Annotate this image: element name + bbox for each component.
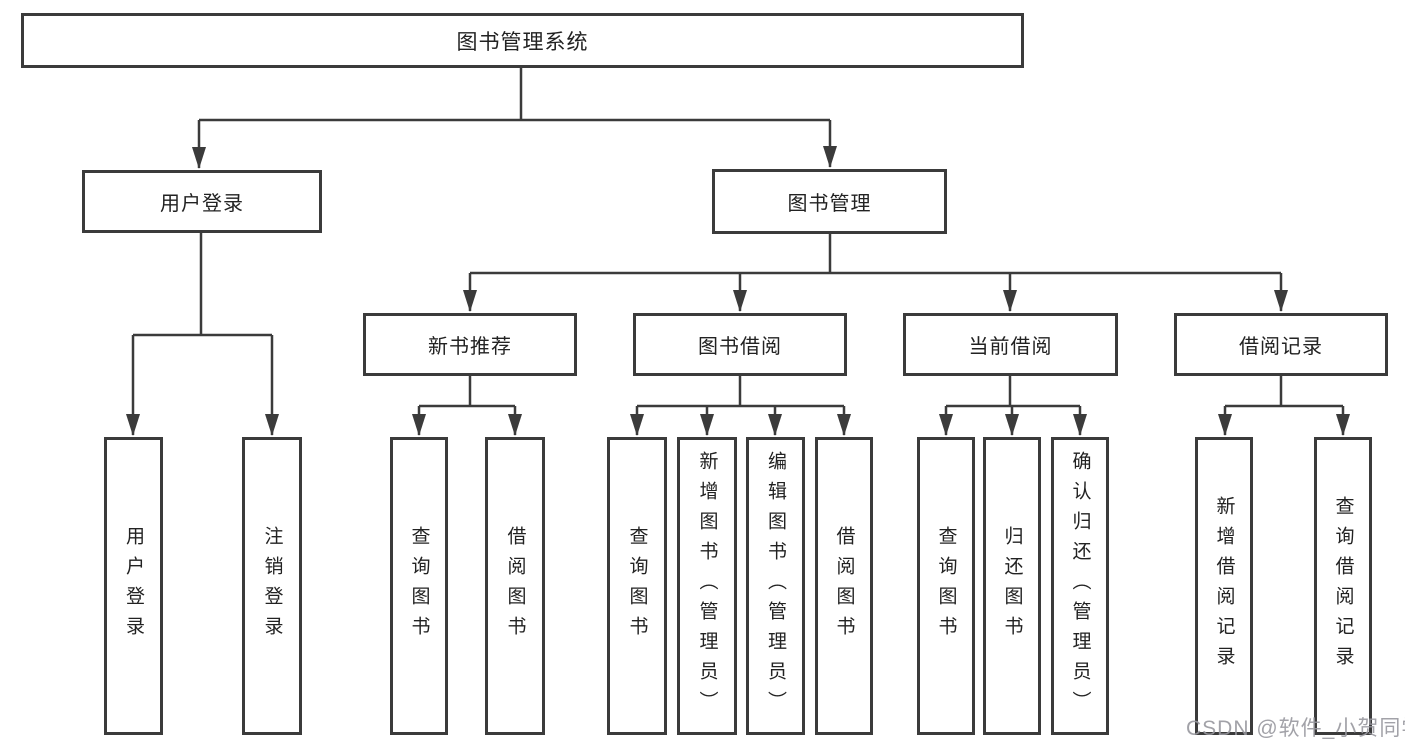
node-system-root: 图书管理系统 xyxy=(21,13,1024,68)
csdn-watermark: CSDN @软件_小贺同学 xyxy=(1186,717,1405,740)
leaf-confirm-return-admin: 确认归还（管理员） xyxy=(1051,437,1109,735)
connector-new-book-recommend xyxy=(412,376,522,436)
connector-root xyxy=(192,68,837,169)
leaf-query-books-borrow: 查询图书 xyxy=(607,437,667,735)
leaf-add-books-admin: 新增图书（管理员） xyxy=(677,437,737,735)
connector-book-management xyxy=(463,234,1288,312)
leaf-user-login: 用户登录 xyxy=(104,437,163,735)
leaf-query-books-recommend: 查询图书 xyxy=(390,437,448,735)
connector-borrow-records xyxy=(1218,376,1350,436)
node-borrow-records: 借阅记录 xyxy=(1174,313,1388,376)
connector-book-borrow xyxy=(630,376,851,436)
node-book-management: 图书管理 xyxy=(712,169,947,234)
leaf-return-books: 归还图书 xyxy=(983,437,1041,735)
node-new-book-recommend: 新书推荐 xyxy=(363,313,577,376)
leaf-add-borrow-record: 新增借阅记录 xyxy=(1195,437,1253,735)
connector-user-login xyxy=(126,233,279,436)
node-user-login: 用户登录 xyxy=(82,170,322,233)
connector-current-borrow xyxy=(939,376,1087,436)
node-book-borrow: 图书借阅 xyxy=(633,313,847,376)
leaf-logout: 注销登录 xyxy=(242,437,302,735)
leaf-query-books-current: 查询图书 xyxy=(917,437,975,735)
node-current-borrow: 当前借阅 xyxy=(903,313,1118,376)
leaf-query-borrow-record: 查询借阅记录 xyxy=(1314,437,1372,735)
leaf-borrow-books: 借阅图书 xyxy=(815,437,873,735)
leaf-borrow-books-recommend: 借阅图书 xyxy=(485,437,545,735)
leaf-edit-books-admin: 编辑图书（管理员） xyxy=(746,437,805,735)
